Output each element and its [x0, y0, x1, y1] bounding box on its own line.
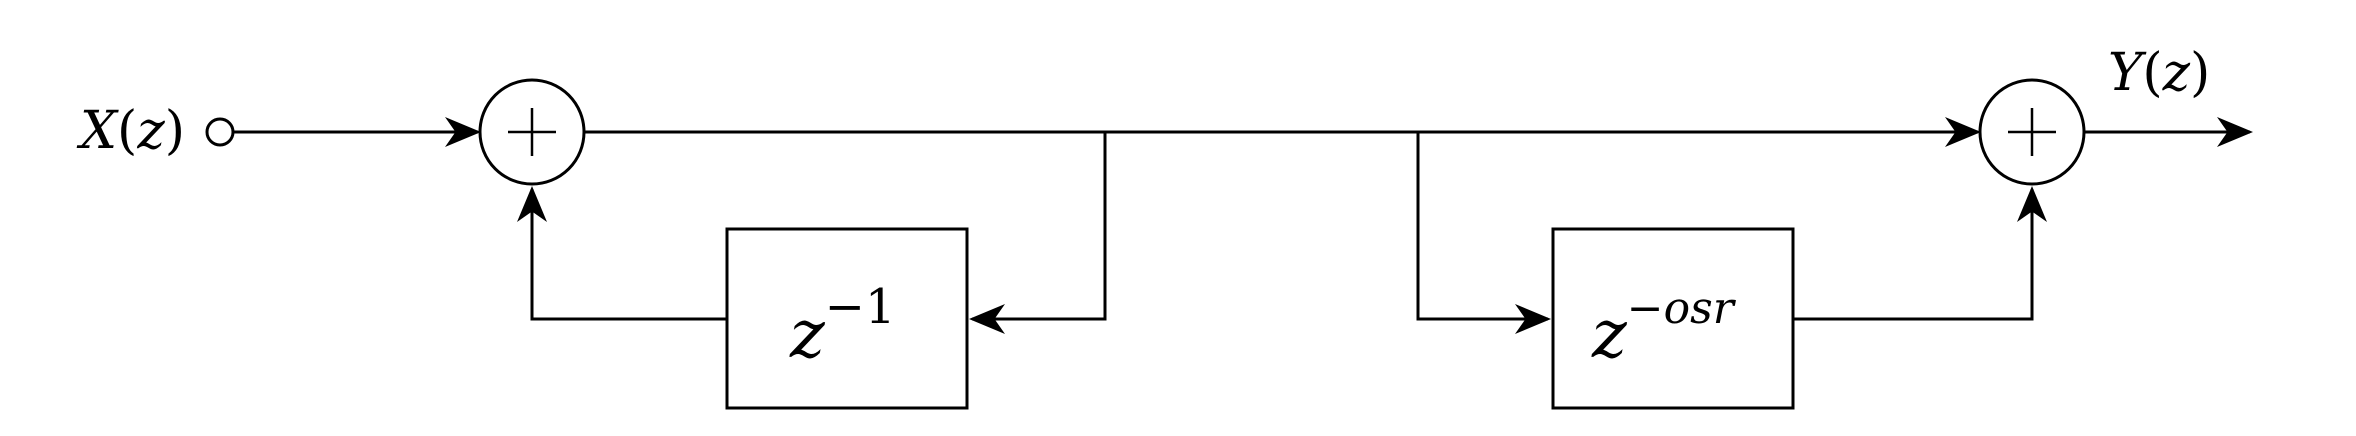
input-label: X(z) [76, 101, 185, 161]
output-label: Y(z) [2108, 43, 2210, 103]
summing-node-2 [1978, 78, 2086, 186]
output-close-paren: ) [2190, 43, 2210, 103]
input-var: X [76, 101, 119, 161]
wire-feedforward-tap [1416, 132, 1551, 334]
output-arg: z [2162, 43, 2191, 103]
wire-feedback-return [517, 186, 727, 321]
wire-feedback-tap [969, 132, 1107, 334]
input-terminal [205, 117, 235, 147]
delay1-exponent: −1 [825, 279, 896, 335]
summing-node-1 [478, 78, 586, 186]
delay-block-z-1: z−1 [725, 227, 969, 410]
output-open-paren: ( [2142, 43, 2162, 103]
delay2-base: z [1591, 296, 1628, 373]
svg-text:z−osr: z−osr [1591, 283, 1737, 373]
delay2-exponent: −osr [1627, 283, 1737, 334]
svg-text:z−1: z−1 [789, 279, 896, 373]
output-var: Y [2108, 43, 2147, 103]
input-open-paren: ( [117, 101, 137, 161]
delay1-base: z [789, 296, 826, 373]
input-close-paren: ) [165, 101, 185, 161]
wire-feedforward-return [1793, 186, 2047, 321]
delay-block-z-osr: z−osr [1551, 227, 1795, 410]
input-arg: z [136, 101, 165, 161]
